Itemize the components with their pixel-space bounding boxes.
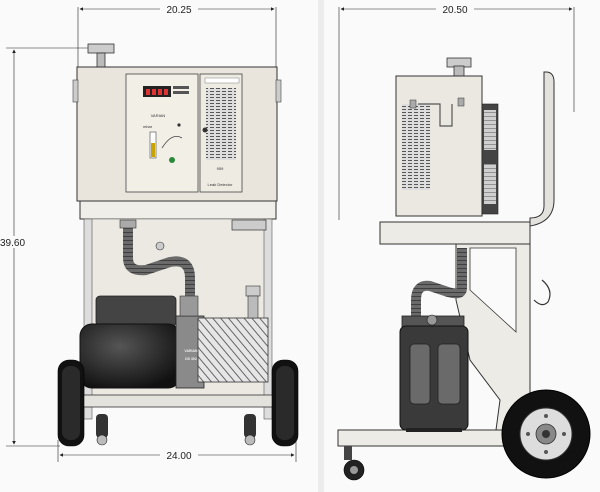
front-depth-label: 24.00 [166,451,191,462]
side-handle [529,71,555,227]
side-cart [337,71,555,447]
front-vent-valve [87,43,115,54]
front-vacuum-pump: VARIAN DS 302 [79,285,269,389]
side-vacuum-pump [399,314,469,432]
panel-brand-label: VARIAN [151,113,166,118]
panel-name-label: Leak Detector [208,182,234,187]
side-width-label: 20.50 [442,5,467,16]
view-separator [318,0,324,492]
pump-brand-label: VARIAN [184,349,198,353]
digital-display [143,86,171,97]
side-leak-detector-cabinet [395,57,499,217]
front-vacuum-hose [123,222,195,306]
front-height-label: 39.60 [0,238,25,249]
front-wheels [57,359,299,447]
panel-unit-label: mbar [143,124,153,129]
front-leak-detector-cabinet: VARIAN mbar 959 Leak Detector [72,43,282,202]
side-wheels [343,389,591,481]
panel-model-label: 959 [217,166,224,171]
side-vacuum-hose [411,248,467,316]
front-width-label: 20.25 [166,5,191,16]
pump-model-label: DS 302 [185,357,197,361]
